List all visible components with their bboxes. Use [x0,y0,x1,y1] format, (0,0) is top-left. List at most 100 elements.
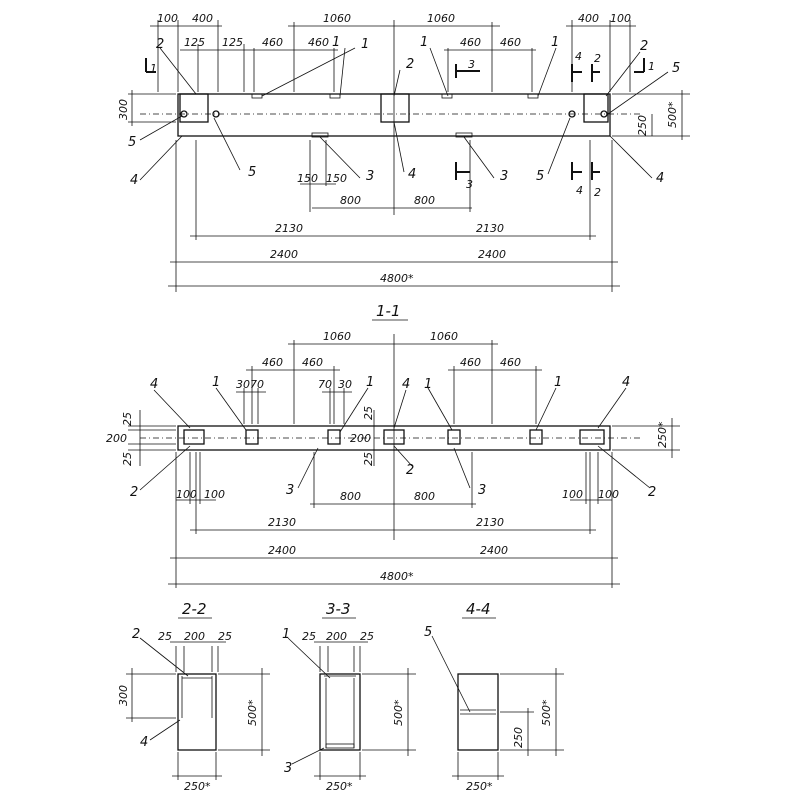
plan-label-5-left: 5 [128,135,136,150]
s11-label-2-right: 2 [648,485,656,500]
section-3-3: 3-3 25 200 25 500* 250* 1 3 [282,600,416,793]
s11-dim-460-1: 460 [262,356,283,369]
section-2-2-title: 2-2 [182,600,207,618]
s11-label-2-mid: 2 [406,463,414,478]
s11-dim-460-3: 460 [460,356,481,369]
plan-label-1-d: 1 [551,35,559,50]
s11-label-4-mid: 4 [402,377,410,392]
dim-460-1: 460 [262,36,283,49]
s33-label-1: 1 [282,627,290,642]
s11-label-1-d: 1 [554,375,562,390]
cut-1-top-left: 1 [150,62,157,75]
plan-label-1-a: 1 [361,37,369,52]
s11-leaders-bottom [139,445,651,491]
s22-dim-25-a: 25 [158,630,172,643]
dim-150-a: 150 [297,172,318,185]
plan-label-3-a: 3 [366,169,374,184]
plan-label-2-mid: 2 [406,57,414,72]
plan-pocket-mid [380,93,410,123]
s11-opening-1 [245,429,259,445]
s33-dim-500: 500* [392,699,405,726]
dim-250-plan: 250 [636,115,649,136]
s11-dim-460-2: 460 [302,356,323,369]
s11-label-4-left: 4 [150,377,158,392]
s22-dim-250: 250* [184,780,211,793]
dim-400-left: 400 [192,12,213,25]
s44-dim-250: 250* [466,780,493,793]
cut-1-top-right: 1 [648,60,655,73]
plan-label-4-left: 4 [130,173,138,188]
dim-460-4: 460 [500,36,521,49]
s11-dim-800-b: 800 [414,490,435,503]
s11-dim-100-a: 100 [176,488,197,501]
plan-label-5-mid: 5 [248,165,256,180]
s11-label-1-a: 1 [212,375,220,390]
s11-extension-lines [243,340,537,424]
s11-label-3-b: 3 [478,483,486,498]
s11-dim-800-a: 800 [340,490,361,503]
plan-label-5-b: 5 [536,169,544,184]
s11-dim-25-b: 25 [121,452,134,466]
s44-label-5: 5 [424,625,432,640]
s11-dim-250: 250* [656,421,669,448]
s11-dim-1060-b: 1060 [430,330,458,343]
s11-dim-lines-right [612,418,680,458]
dim-150-b: 150 [326,172,347,185]
s11-label-3-a: 3 [286,483,294,498]
dim-100-right: 100 [610,12,631,25]
dim-460-2: 460 [308,36,329,49]
dim-2130-a: 2130 [275,222,303,235]
plan-dim-lines-left [128,90,176,126]
s11-center-200: 200 [350,432,371,445]
dim-2400-b: 2400 [478,248,506,261]
dim-100-left: 100 [157,12,178,25]
s11-label-2-left: 2 [130,485,138,500]
s11-dim-70-b: 70 [318,378,332,391]
plan-hole-left2 [212,110,220,118]
s11-dim-lines-left [128,410,176,466]
s33-dim-25-b: 25 [360,630,374,643]
s11-opening-4 [529,429,543,445]
plan-cut-markers [145,58,645,180]
s11-dim-25-a: 25 [121,412,134,426]
plan-label-4-right: 4 [656,171,664,186]
plan-dim-lines-top [150,25,636,51]
s11-opening-mid [383,429,405,445]
s44-outline [457,673,499,751]
s11-label-1-b: 1 [366,375,374,390]
section-2-2: 2-2 25 200 25 300 500* 250* [117,600,270,793]
dim-125-b: 125 [222,36,243,49]
s33-outline [319,673,361,751]
s11-dim-460-4: 460 [500,356,521,369]
s22-dim-300: 300 [117,685,130,706]
s11-dim-30-b: 30 [338,378,352,391]
s11-opening-2 [327,429,341,445]
s11-dim-100-b: 100 [204,488,225,501]
s11-dim-lines-top [236,343,542,393]
dim-125-a: 125 [184,36,205,49]
s44-dim-500: 500* [540,699,553,726]
plan-label-5-right: 5 [672,61,680,76]
s11-dim-2130-a: 2130 [268,516,296,529]
s11-dim-1060-a: 1060 [323,330,351,343]
plan-label-3-b: 3 [500,169,508,184]
plan-label-2-right: 2 [640,39,648,54]
dim-800-b: 800 [414,194,435,207]
s11-leaders-top [153,387,627,433]
dim-300-plan: 300 [117,99,130,120]
plan-dim-lines-right [612,90,690,140]
s11-dim-70-a: 70 [250,378,264,391]
plan-leaders-bottom [139,115,653,181]
s11-dim-2400-a: 2400 [268,544,296,557]
section-3-3-title: 3-3 [326,600,351,618]
s33-embed-bottom [325,743,355,749]
s11-dim-200: 200 [106,432,127,445]
dim-460-3: 460 [460,36,481,49]
s11-opening-left [183,429,205,445]
s44-dim-250-h: 250 [512,727,525,748]
cut-2-bottom: 2 [594,186,601,199]
s44-dims [431,635,564,780]
s11-opening-right [579,429,605,445]
dim-4800-plan: 4800* [380,272,414,285]
